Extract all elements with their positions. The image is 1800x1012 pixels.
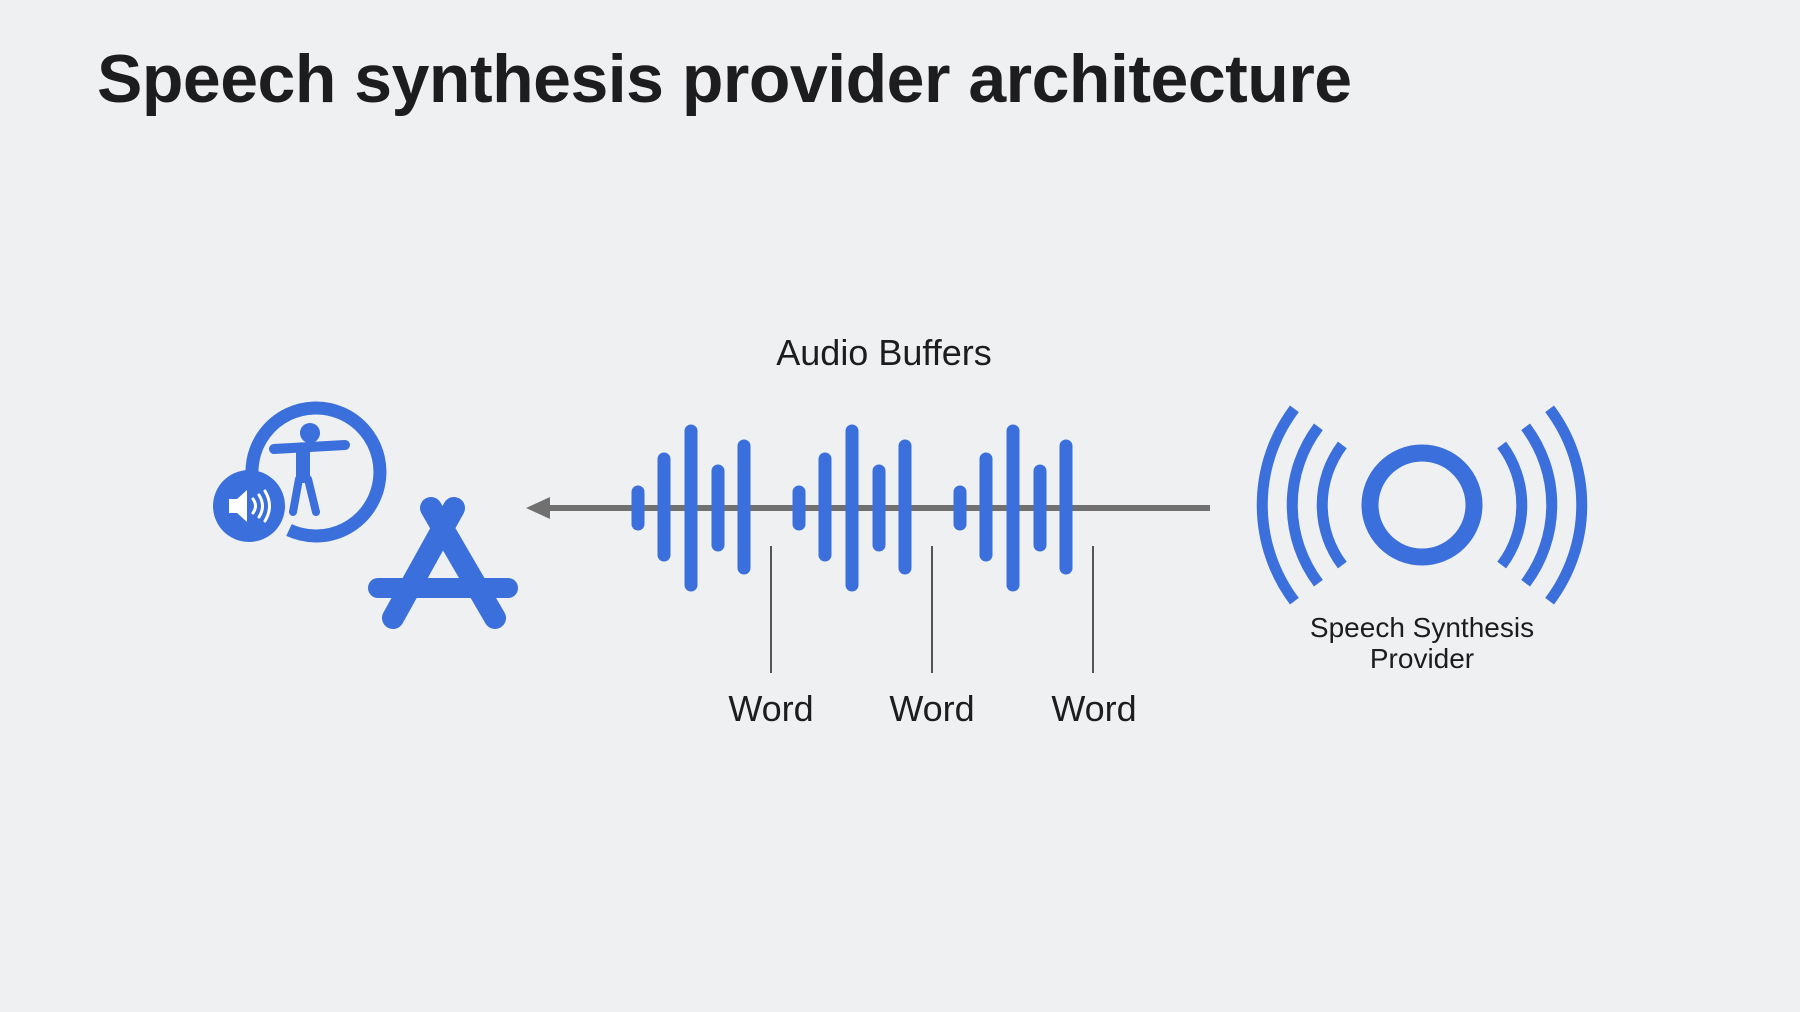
provider-label-line: Provider bbox=[1369, 643, 1475, 674]
word-label: Word bbox=[1051, 688, 1137, 729]
word-label: Word bbox=[728, 688, 814, 729]
audio-buffers-label: Audio Buffers bbox=[776, 332, 992, 373]
word-label: Word bbox=[889, 688, 975, 729]
provider-label: Speech Synthesis Provider bbox=[1310, 612, 1534, 674]
app-store-icon bbox=[368, 497, 518, 629]
accessibility-speech-icon bbox=[213, 401, 387, 543]
audio-buffer-waveform bbox=[631, 424, 1100, 592]
slide-title: Speech synthesis provider architecture bbox=[97, 41, 1352, 117]
provider-label-line: Speech Synthesis bbox=[1309, 612, 1535, 643]
word-leader-lines bbox=[770, 546, 1094, 673]
timeline-arrow bbox=[526, 497, 1210, 519]
broadcast-icon bbox=[1256, 405, 1588, 605]
